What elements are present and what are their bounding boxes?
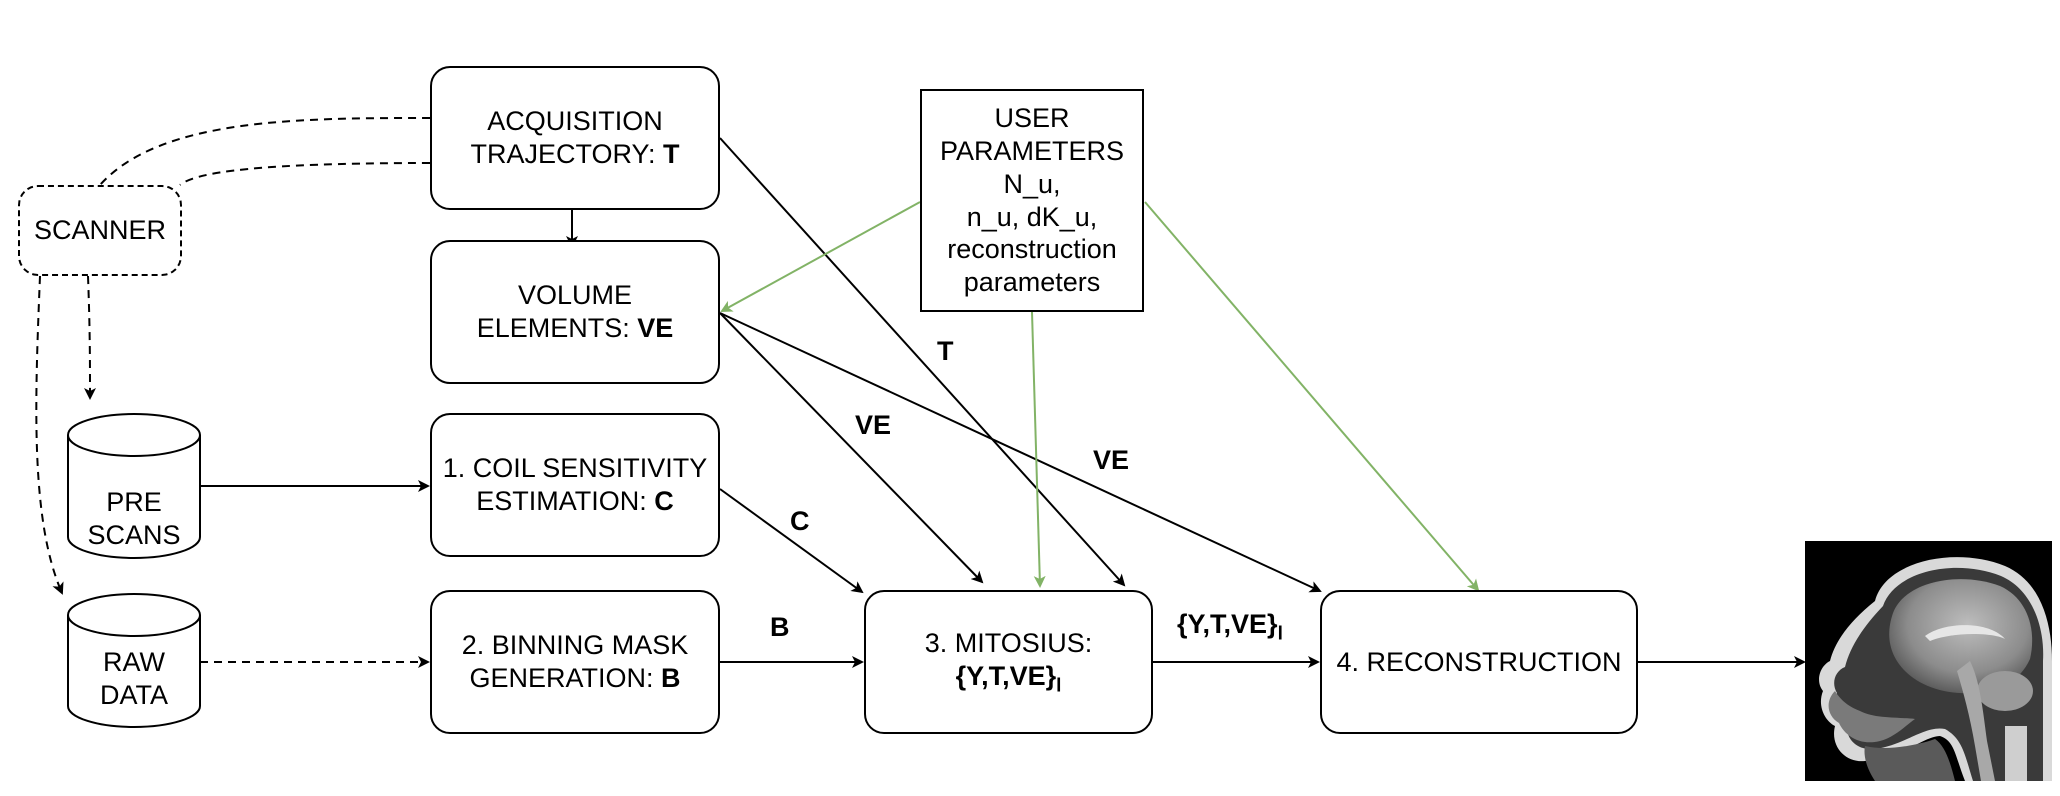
rawdata-cylinder xyxy=(67,593,201,728)
edge-label-ve-mitosius: VE xyxy=(855,410,892,440)
coil-line1: 1. COIL SENSITIVITY xyxy=(442,453,708,484)
params-line1: USER xyxy=(994,102,1070,133)
rawdata-line2: DATA xyxy=(99,679,168,710)
edge-acq-scanner-2 xyxy=(179,162,431,186)
scanner-label: SCANNER xyxy=(33,215,167,246)
edge-label-c: C xyxy=(790,506,810,536)
volume-elements-node: VOLUME ELEMENTS: VE xyxy=(430,240,720,384)
prescans-cylinder xyxy=(67,413,201,559)
mitosius-node: 3. MITOSIUS: {Y,T,VE}l xyxy=(864,590,1153,734)
binning-mask-node: 2. BINNING MASK GENERATION: B xyxy=(430,590,720,734)
acquisition-trajectory-node: ACQUISITION TRAJECTORY: T xyxy=(430,66,720,210)
edge-label-set-text: {Y,T,VE} xyxy=(1177,609,1278,639)
acquisition-line1: ACQUISITION xyxy=(487,106,663,137)
edge-volume-mitosius xyxy=(719,312,984,584)
edge-acq-mitosius xyxy=(719,137,1126,587)
coil-line2: ESTIMATION: xyxy=(476,486,655,516)
params-line6: parameters xyxy=(963,267,1101,298)
prescans-label: PRE SCANS xyxy=(68,486,200,552)
edge-acq-scanner-1 xyxy=(99,117,431,186)
user-parameters-node: USER PARAMETERS N_u, n_u, dK_u, reconstr… xyxy=(920,89,1144,312)
mri-output-image xyxy=(1805,541,2052,781)
edge-label-t: T xyxy=(937,336,954,366)
params-line3: N_u, xyxy=(1003,168,1061,199)
scanner-node: SCANNER xyxy=(18,185,182,276)
params-line2: PARAMETERS xyxy=(939,135,1125,166)
edge-params-mitosius xyxy=(1031,311,1046,588)
coil-symbol: C xyxy=(654,486,674,516)
edge-volume-reconstruction xyxy=(719,312,1322,593)
edge-params-reconstruction xyxy=(1144,201,1480,592)
edge-label-ve-reconstruction: VE xyxy=(1093,445,1130,475)
edge-scanner-rawdata xyxy=(35,275,64,595)
mri-head-graphic xyxy=(1805,541,2052,781)
edge-coil-mitosius xyxy=(719,488,864,594)
binning-line2: GENERATION: xyxy=(469,663,662,693)
reconstruction-node: 4. RECONSTRUCTION xyxy=(1320,590,1638,734)
mitosius-sub: l xyxy=(1056,675,1062,697)
edge-label-set-sub: l xyxy=(1277,623,1283,645)
acquisition-line2: TRAJECTORY: xyxy=(470,139,664,169)
edge-label-b: B xyxy=(770,612,790,642)
params-line5: reconstruction xyxy=(947,234,1117,265)
mitosius-set: {Y,T,VE} xyxy=(955,660,1057,691)
params-line4: n_u, dK_u, xyxy=(966,201,1098,232)
prescans-line1: PRE xyxy=(106,487,162,517)
edge-scanner-prescans xyxy=(83,275,96,400)
rawdata-line1: RAW xyxy=(103,647,165,677)
binning-line1: 2. BINNING MASK xyxy=(461,630,689,661)
coil-sensitivity-node: 1. COIL SENSITIVITY ESTIMATION: C xyxy=(430,413,720,557)
volume-line1: VOLUME xyxy=(517,280,633,311)
reconstruction-label: 4. RECONSTRUCTION xyxy=(1336,646,1622,677)
volume-symbol: VE xyxy=(637,313,674,343)
mitosius-line1: 3. MITOSIUS: xyxy=(924,627,1093,658)
edge-params-volume xyxy=(720,201,921,312)
volume-line2: ELEMENTS: xyxy=(476,313,638,343)
prescans-line2: SCANS xyxy=(87,519,181,550)
edge-label-set: {Y,T,VE}l xyxy=(1177,609,1283,645)
rawdata-label: RAW DATA xyxy=(68,646,200,712)
binning-symbol: B xyxy=(661,663,681,693)
acquisition-symbol: T xyxy=(663,139,680,169)
